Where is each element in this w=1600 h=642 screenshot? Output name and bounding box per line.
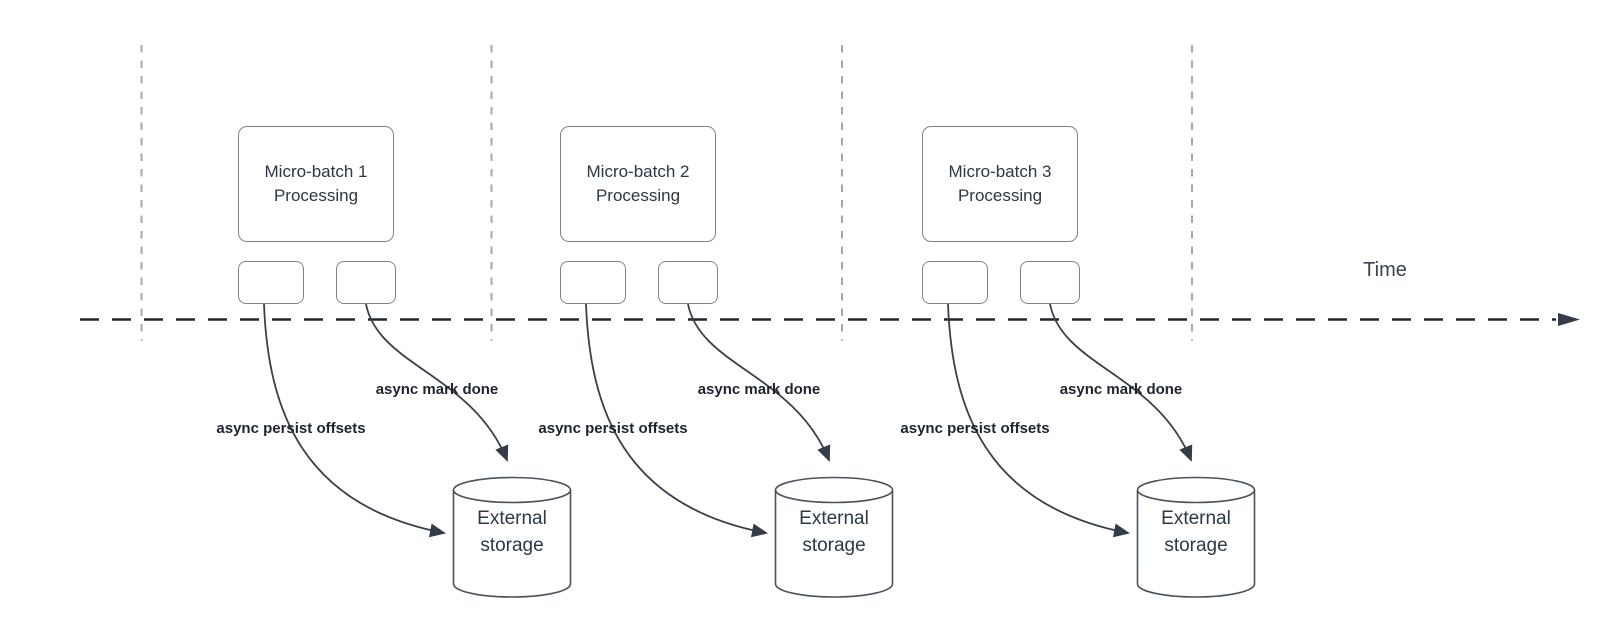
- persist-offsets-arrow-label: async persist offsets: [538, 420, 688, 437]
- processing-box-label: Micro-batch 1 Processing: [264, 161, 368, 205]
- persist-offsets-arrow: [585, 303, 768, 538]
- persist-offsets-arrow: [263, 303, 446, 538]
- mark-done-arrow-label: async mark done: [375, 381, 499, 398]
- persist-offsets-arrow: [947, 303, 1130, 538]
- processing-box-label: Micro-batch 3 Processing: [948, 161, 1052, 205]
- external-storage-cylinder: External storage: [774, 476, 894, 598]
- mark-done-arrow-label: async mark done: [1059, 381, 1183, 398]
- micro-batch-2-processing-box: Micro-batch 2 Processing: [560, 126, 716, 242]
- cylinder-shape-icon: [774, 476, 894, 598]
- external-storage-label: External storage: [1161, 508, 1231, 556]
- offset-task-box: [238, 261, 304, 304]
- persist-offsets-arrow-label: async persist offsets: [216, 420, 366, 437]
- external-storage-cylinder: External storage: [452, 476, 572, 598]
- mark-done-arrow: [365, 303, 509, 462]
- micro-batch-1-processing-box: Micro-batch 1 Processing: [238, 126, 394, 242]
- processing-box-label: Micro-batch 2 Processing: [586, 161, 690, 205]
- offset-task-box: [560, 261, 626, 304]
- mark-done-arrow: [1049, 303, 1193, 462]
- cylinder-shape-icon: [1136, 476, 1256, 598]
- cylinder-shape-icon: [452, 476, 572, 598]
- external-storage-cylinder: External storage: [1136, 476, 1256, 598]
- mark-done-arrow-label: async mark done: [697, 381, 821, 398]
- timeline-arrowhead-icon: [1558, 313, 1580, 326]
- external-storage-label: External storage: [477, 508, 547, 556]
- done-task-box: [336, 261, 396, 304]
- persist-offsets-arrow-label: async persist offsets: [900, 420, 1050, 437]
- time-axis-label: Time: [1363, 259, 1407, 281]
- micro-batch-3-processing-box: Micro-batch 3 Processing: [922, 126, 1078, 242]
- mark-done-arrow: [687, 303, 831, 462]
- offset-task-box: [922, 261, 988, 304]
- done-task-box: [658, 261, 718, 304]
- external-storage-label: External storage: [799, 508, 869, 556]
- done-task-box: [1020, 261, 1080, 304]
